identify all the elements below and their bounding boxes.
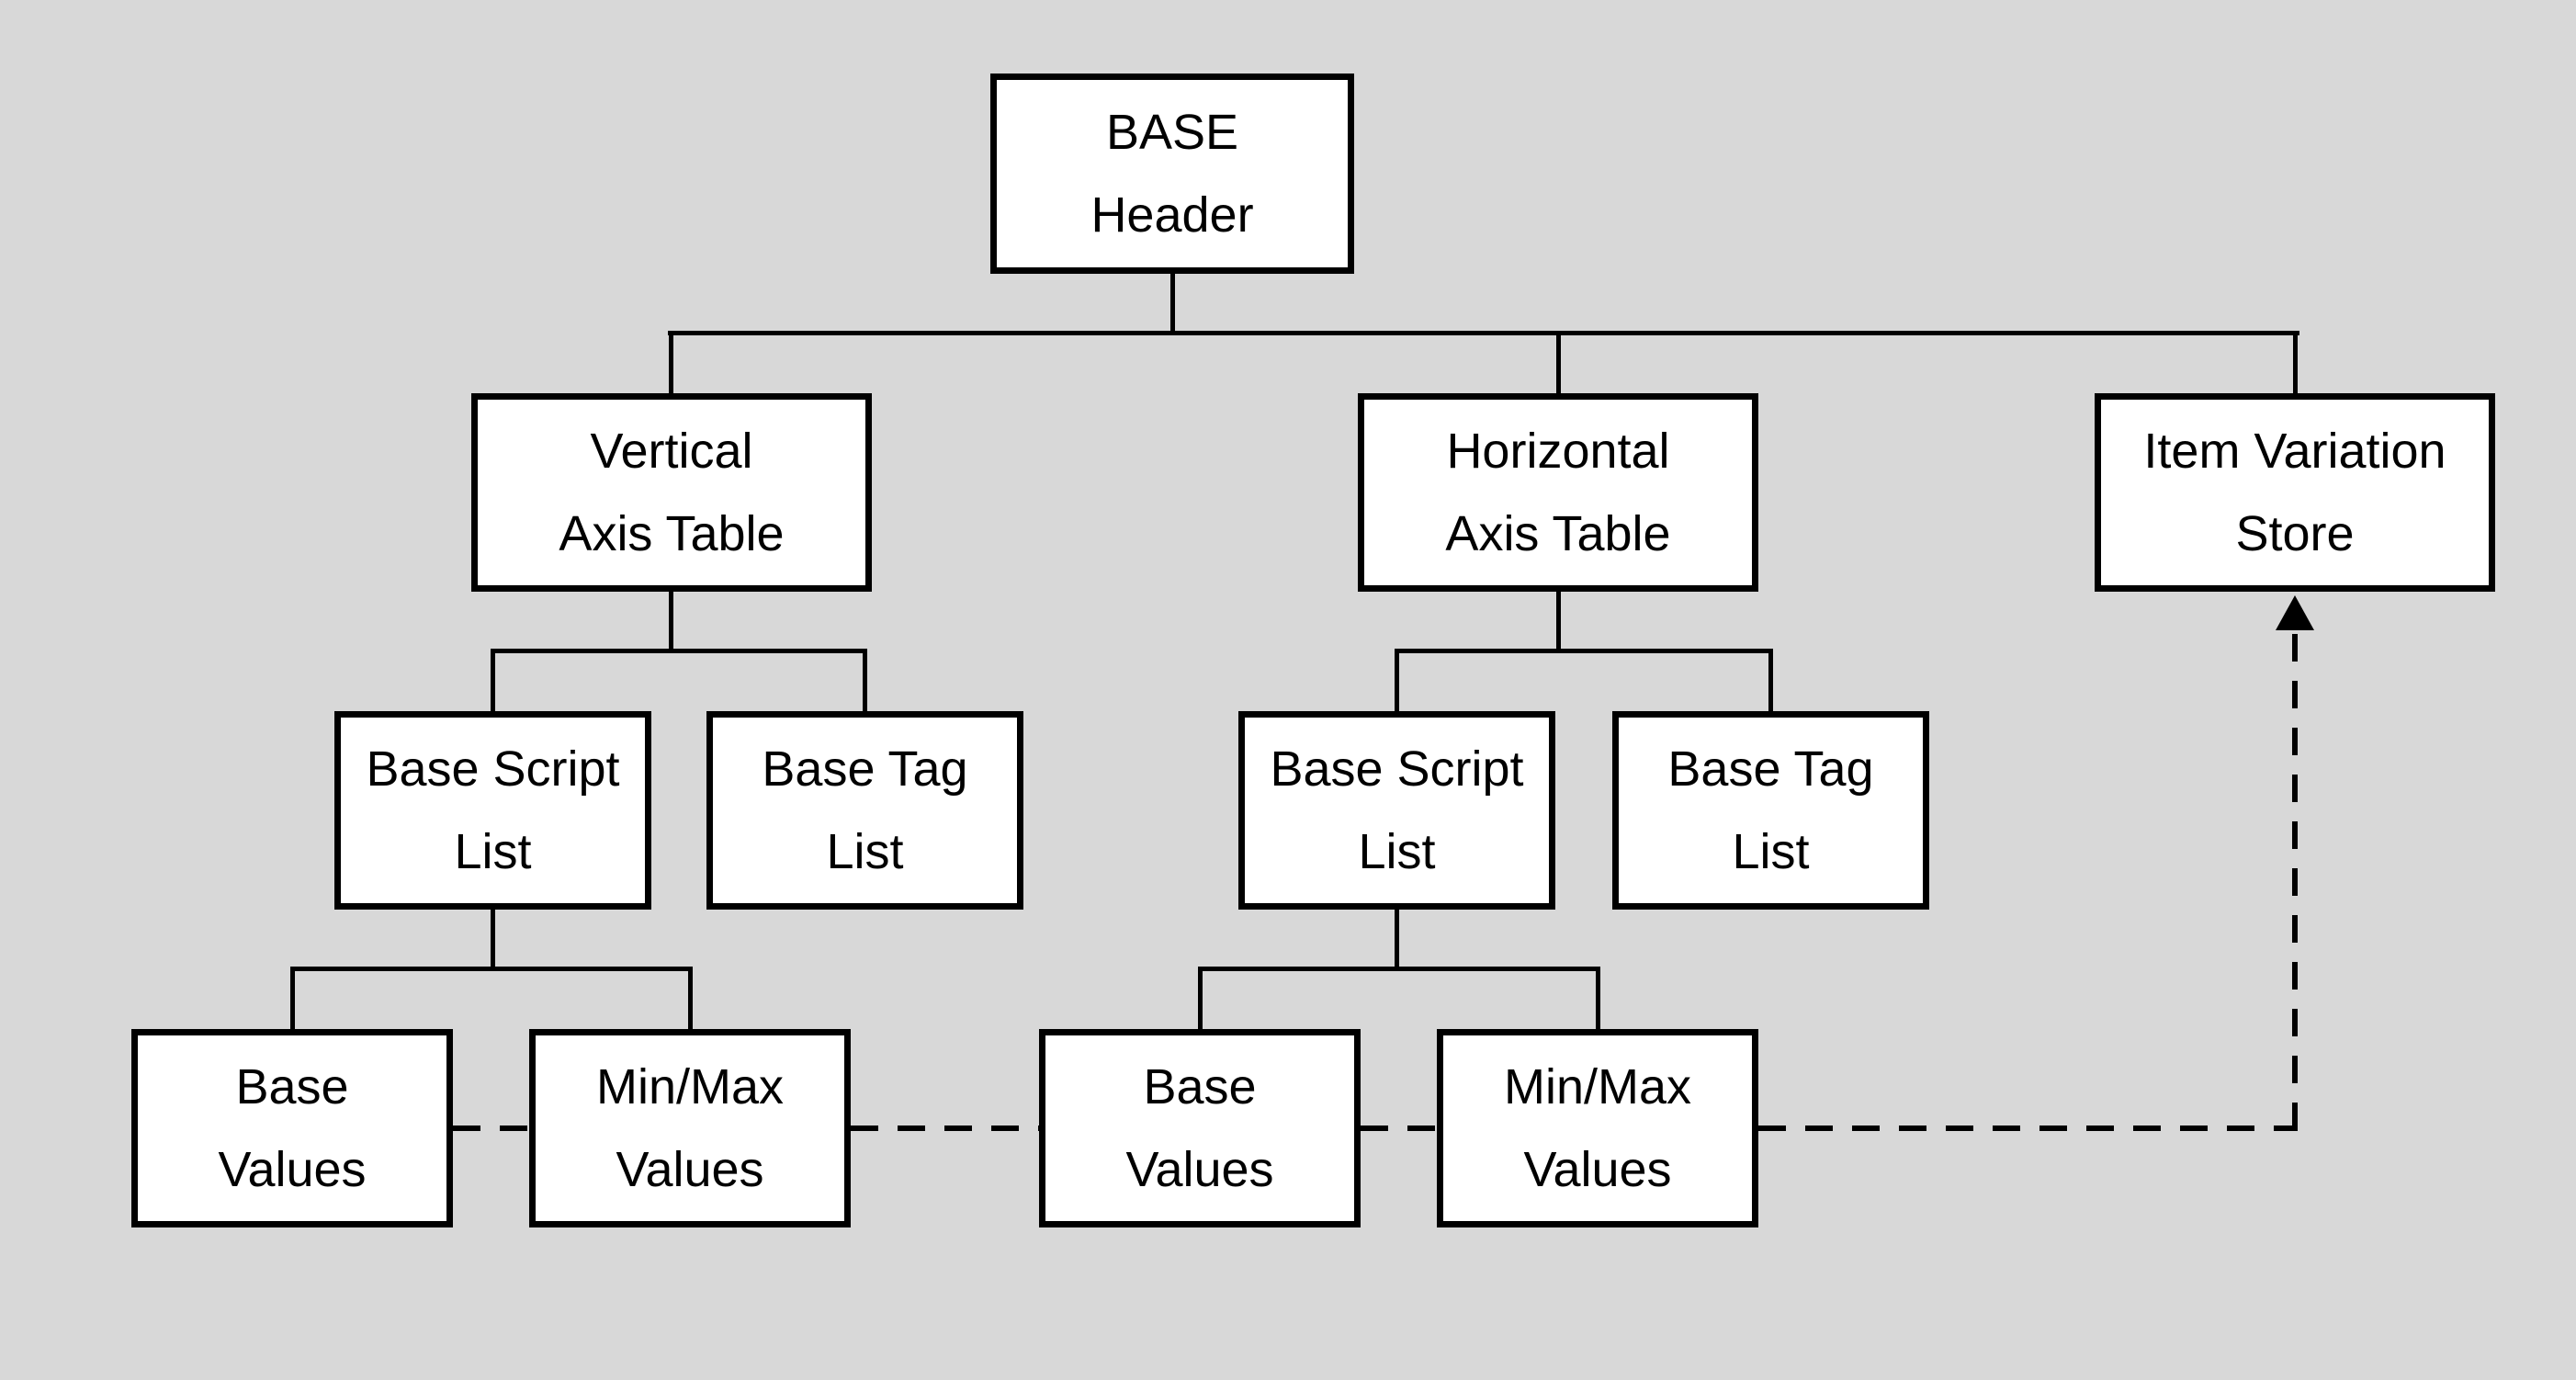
dashed-arrowhead [2276, 595, 2314, 630]
node-label: Axis Table [1445, 506, 1671, 561]
node-label: Base Script [1270, 741, 1524, 797]
dashed-link-basevalues-minmax-left [453, 1125, 529, 1131]
connector-drop-minmax-values-right [1596, 967, 1600, 1029]
node-label: Base [1143, 1059, 1257, 1114]
node-base-values-right: Base Values [1039, 1029, 1361, 1227]
connector-drop-item-variation-store [2293, 331, 2298, 393]
connector-elbow-right-mid [1395, 649, 1773, 653]
node-label: Base Tag [762, 741, 968, 797]
dashed-link-basevalues-minmax-right [1361, 1125, 1437, 1131]
connector-elbow-left-mid [492, 649, 864, 653]
node-label: Values [1125, 1142, 1274, 1197]
connector-drop-base-script-list-left [491, 649, 495, 711]
node-label: Axis Table [559, 506, 785, 561]
node-label: Item Variation [2143, 424, 2446, 479]
node-base-values-left: Base Values [131, 1029, 453, 1227]
connector-drop-base-script-list-right [1395, 649, 1399, 711]
dashed-link-corner-to-store [2292, 634, 2298, 1131]
node-item-variation-store: Item Variation Store [2095, 393, 2495, 592]
node-base-tag-list-left: Base Tag List [706, 711, 1023, 910]
node-label: Vertical [590, 424, 753, 479]
connector-drop-base-tag-list-right [1768, 649, 1773, 711]
node-label: Store [2235, 506, 2355, 561]
connector-base-script-list-right-down [1395, 910, 1399, 968]
node-minmax-values-left: Min/Max Values [529, 1029, 851, 1227]
connector-elbow-right-low [1198, 967, 1600, 971]
node-minmax-values-right: Min/Max Values [1437, 1029, 1758, 1227]
connector-header-drop [1170, 274, 1175, 334]
connector-horizontal-axis-table-down [1556, 592, 1561, 652]
connector-drop-horizontal-axis-table [1556, 331, 1561, 393]
connector-trunk [668, 331, 2299, 335]
node-label: Min/Max [1503, 1059, 1692, 1114]
node-base-header: BASE Header [990, 74, 1354, 274]
node-label: Horizontal [1446, 424, 1670, 479]
connector-drop-vertical-axis-table [669, 331, 673, 393]
node-label: Min/Max [595, 1059, 785, 1114]
dashed-link-minmaxleft-basevaluesright [851, 1125, 1039, 1131]
node-label: Values [616, 1142, 764, 1197]
node-label: Values [218, 1142, 367, 1197]
node-base-script-list-right: Base Script List [1238, 711, 1555, 910]
node-horizontal-axis-table: Horizontal Axis Table [1358, 393, 1758, 592]
node-vertical-axis-table: Vertical Axis Table [471, 393, 872, 592]
dashed-link-minmaxright-to-corner [1758, 1125, 2298, 1131]
connector-drop-base-values-left [290, 967, 295, 1029]
node-label: List [1358, 824, 1436, 879]
connector-vertical-axis-table-down [669, 592, 673, 652]
node-base-tag-list-right: Base Tag List [1612, 711, 1929, 910]
node-label: List [1732, 824, 1810, 879]
connector-drop-minmax-values-left [688, 967, 693, 1029]
connector-drop-base-values-right [1198, 967, 1203, 1029]
node-label: List [454, 824, 532, 879]
connector-base-script-list-left-down [491, 910, 495, 968]
connector-elbow-left-low [292, 967, 693, 971]
node-label: Base Script [366, 741, 620, 797]
node-label: Base Tag [1667, 741, 1874, 797]
node-label: Values [1523, 1142, 1672, 1197]
node-label: List [826, 824, 904, 879]
connector-drop-base-tag-list-left [863, 649, 867, 711]
node-label: Header [1090, 187, 1254, 243]
node-label: BASE [1105, 105, 1239, 160]
node-base-script-list-left: Base Script List [334, 711, 651, 910]
node-label: Base [235, 1059, 349, 1114]
